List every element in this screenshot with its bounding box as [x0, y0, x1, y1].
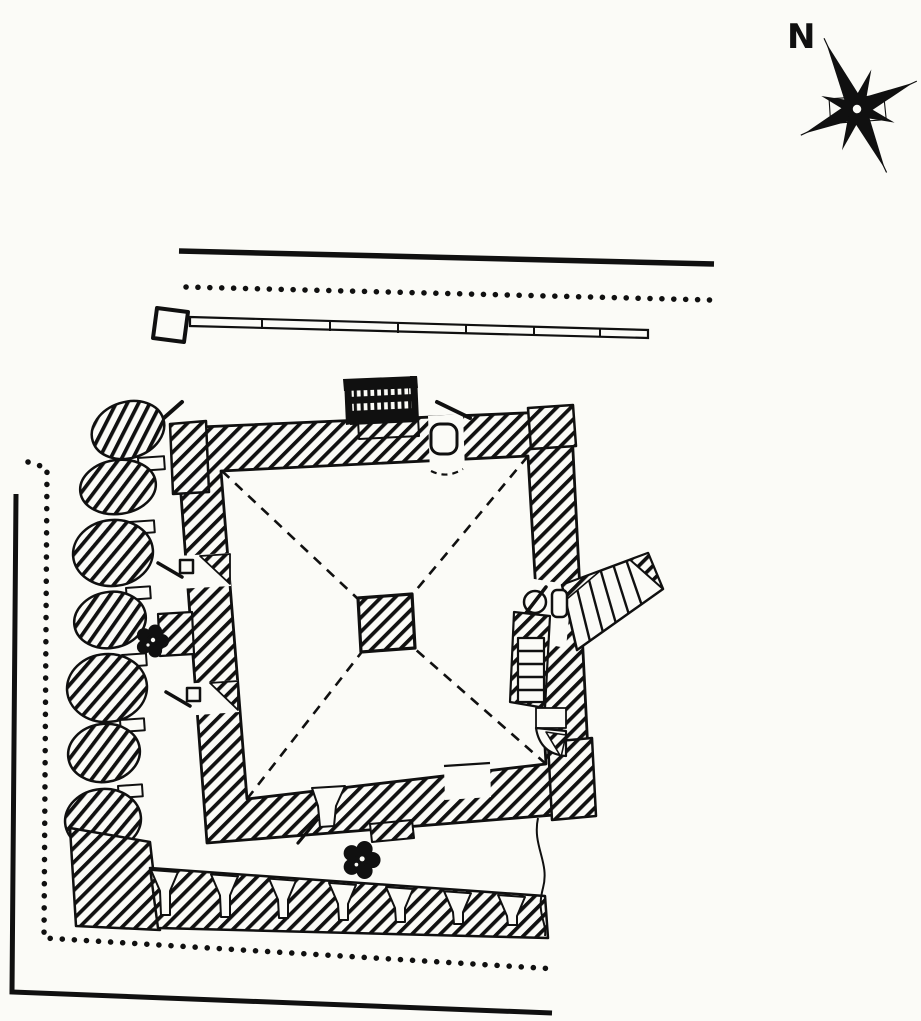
- upper-boundary-lines: [151, 248, 715, 344]
- northeast-corner-pier: [526, 403, 578, 451]
- east-ladder-niche: [508, 610, 552, 710]
- north-label: N: [787, 17, 815, 57]
- south-doorway: [443, 761, 491, 800]
- south-enclosure-wall: [68, 817, 550, 940]
- south-drain: [296, 785, 346, 845]
- main-building: [156, 376, 665, 845]
- terrace-east-edge: [535, 817, 547, 937]
- north-gate: [428, 400, 472, 476]
- east-stair: [522, 551, 665, 652]
- gate-column: [429, 422, 459, 456]
- west-enclosure-wall: [63, 399, 184, 853]
- stair-head: [629, 552, 664, 590]
- courtyard-roof-lines: [221, 455, 547, 800]
- segmented-rod: [151, 306, 650, 344]
- outer-solid-boundary: [9, 493, 553, 1016]
- west-loophole-south: [164, 680, 239, 716]
- outer-dotted-boundary: [25, 459, 559, 972]
- rosette-south-icon: [343, 841, 381, 879]
- grille: [343, 376, 420, 440]
- southeast-corner-pier: [546, 736, 598, 822]
- rosette-west-icon: [136, 624, 169, 658]
- east-arched-niche: [534, 707, 568, 758]
- west-buttress: [156, 610, 196, 658]
- northwest-corner-pier: [168, 419, 211, 496]
- door-leaf: [435, 400, 472, 420]
- upper-dotted-line: [183, 284, 714, 303]
- west-loophole-north: [156, 553, 231, 589]
- door-arc: [430, 468, 464, 476]
- southwest-corner-pier: [68, 826, 162, 932]
- south-wall-stub: [369, 819, 415, 843]
- central-pier: [356, 592, 417, 654]
- upper-solid-line: [178, 248, 715, 267]
- compass-rose-icon: N: [787, 17, 918, 173]
- rod-end-block: [151, 306, 190, 344]
